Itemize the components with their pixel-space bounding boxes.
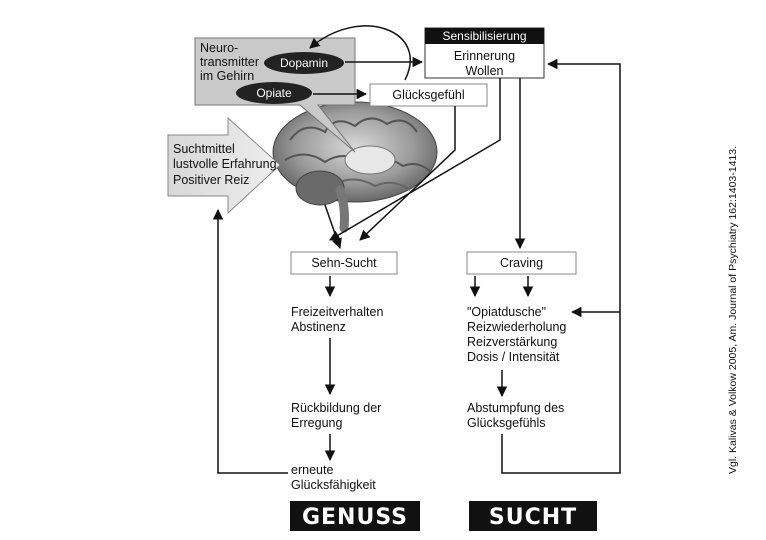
arrow-genuss-loop [212, 208, 288, 474]
neuro-label-3: im Gehirn [200, 69, 254, 83]
arrow-loop-to-dopamin [309, 25, 411, 81]
gluecksgefuehl-label: Glücksgefühl [392, 88, 464, 102]
genuss-step2-line1: Rückbildung der [291, 401, 381, 415]
stimulus-line-3: Positiver Reiz [173, 173, 249, 187]
dopamin-pill [264, 52, 344, 74]
sucht-step1-line2: Reizwiederholung [467, 320, 566, 334]
stimulus-line-2: lustvolle Erfahrung [173, 157, 277, 171]
sensibilisierung-line-1: Erinnerung [454, 49, 515, 63]
arrow-brain-to-sehnsucht [324, 204, 342, 249]
sucht-step1-line1: "Opiatdusche" [467, 305, 546, 319]
sucht-step2-line1: Abstumpfung des [467, 401, 564, 415]
genuss-step2-line2: Erregung [291, 416, 342, 430]
connectors [212, 25, 621, 474]
genuss-step1-line2: Abstinenz [291, 320, 346, 334]
sehnsucht-box: Sehn-Sucht [290, 251, 398, 275]
arrow-sucht-loop-to-sensibilisierung [501, 58, 621, 474]
arrow-gluecksgefuehl-to-sehnsucht [359, 106, 456, 241]
sucht-step1-line4: Dosis / Intensität [467, 350, 560, 364]
sucht-step1-line3: Reizverstärkung [467, 335, 557, 349]
sensibilisierung-box: Sensibilisierung Erinnerung Wollen [424, 27, 545, 79]
sensibilisierung-line-2: Wollen [466, 64, 504, 78]
gluecksgefuehl-box: Glücksgefühl [369, 83, 488, 107]
opiate-label: Opiate [256, 86, 292, 100]
genuss-footer: GENUSS [290, 501, 420, 531]
neurotransmitter-box: Neuro- transmitter im Gehirn Dopamin Opi… [194, 37, 356, 153]
genuss-step3-line2: Glücksfähigkeit [291, 478, 376, 492]
genuss-step3-line1: erneute [291, 463, 333, 477]
opiate-pill [236, 82, 312, 104]
dopamin-label: Dopamin [280, 56, 328, 70]
sucht-footer-label: SUCHT [489, 505, 577, 530]
brain-illustration [272, 101, 438, 233]
sehnsucht-label: Sehn-Sucht [311, 256, 377, 270]
craving-box: Craving [466, 251, 577, 275]
arrow-sensibilisierung-to-sehnsucht [329, 78, 501, 241]
genuss-step1-line1: Freizeitverhalten [291, 305, 383, 319]
sucht-step2-line2: Glücksgefühls [467, 416, 546, 430]
genuss-footer-label: GENUSS [302, 505, 408, 530]
sensibilisierung-header: Sensibilisierung [442, 29, 526, 43]
neuro-label-1: Neuro- [200, 41, 238, 55]
craving-label: Craving [500, 256, 543, 270]
stimulus-arrow: Suchtmittel lustvolle Erfahrung Positive… [167, 116, 281, 215]
neuro-label-2: transmitter [200, 55, 259, 69]
citation: Vgl. Kalivas & Volkow 2005, Am. Journal … [727, 146, 739, 474]
stimulus-line-1: Suchtmittel [173, 142, 235, 156]
sucht-footer: SUCHT [469, 501, 597, 531]
